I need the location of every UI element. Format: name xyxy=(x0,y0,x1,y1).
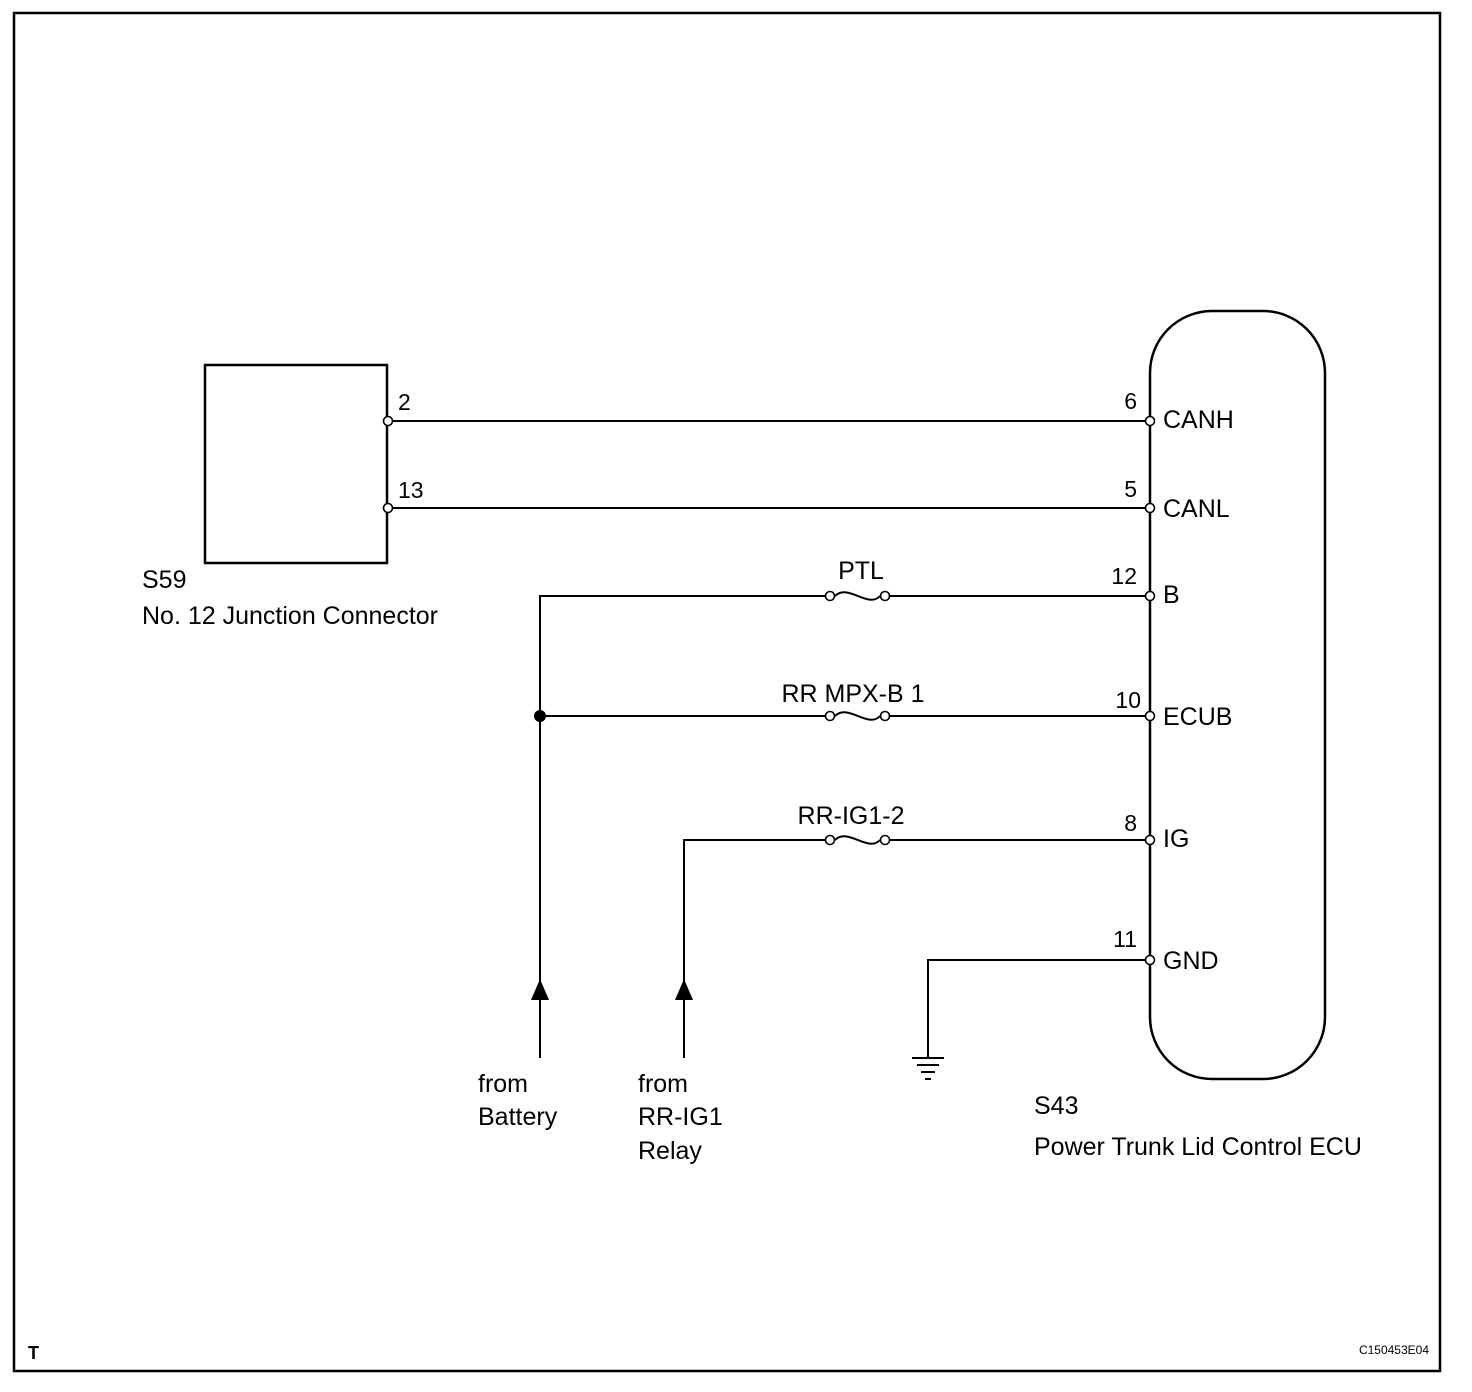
ecu-terminal-ecub xyxy=(1144,710,1156,722)
gnd-wire xyxy=(927,959,1145,1058)
junction-connector-box xyxy=(203,363,389,565)
ecu-pin-number: 11 xyxy=(1113,926,1137,952)
relay-feed-wire xyxy=(683,839,826,1058)
ecu-terminal-name: B xyxy=(1163,581,1180,609)
ecu-terminal-name: ECUB xyxy=(1163,703,1232,731)
relay-source-label: RR-IG1 xyxy=(638,1103,723,1131)
relay-arrow-icon xyxy=(675,979,693,1000)
ecu-pin-number: 6 xyxy=(1124,388,1137,414)
ecu-terminal-canl xyxy=(1144,502,1156,514)
ecu-pin-number: 5 xyxy=(1124,476,1137,502)
ecu-terminal-name: CANL xyxy=(1163,495,1230,523)
ecu-terminal-canh xyxy=(1144,415,1156,427)
splice-point xyxy=(534,710,546,722)
junction-pin-2: 2 xyxy=(398,389,411,415)
junction-terminal-13 xyxy=(382,502,394,514)
fuse-rr-mpx-b1-icon xyxy=(824,710,891,722)
figure-code: C150453E04 xyxy=(1359,1343,1429,1357)
junction-terminal-2 xyxy=(382,415,394,427)
battery-source-label: Battery xyxy=(478,1103,558,1131)
battery-arrow-icon xyxy=(531,979,549,1000)
corner-mark: T xyxy=(28,1343,39,1363)
ecu-body xyxy=(1148,309,1327,1081)
ecu-terminal-ig xyxy=(1144,834,1156,846)
ecu-pin-number: 10 xyxy=(1115,687,1141,713)
fuse-label-ptl: PTL xyxy=(838,557,884,585)
battery-source-label: from xyxy=(478,1070,528,1098)
ecu-terminal-b xyxy=(1144,590,1156,602)
ecu-terminal-name: GND xyxy=(1163,947,1219,975)
ecu-terminal-name: CANH xyxy=(1163,406,1234,434)
fuse-ptl-icon xyxy=(824,590,891,602)
ecu-terminal-name: IG xyxy=(1163,825,1189,853)
ecu-terminal-gnd xyxy=(1144,954,1156,966)
fuse-label-rr-mpx-b1: RR MPX-B 1 xyxy=(781,680,924,708)
relay-source-label: Relay xyxy=(638,1137,702,1165)
relay-source-label: from xyxy=(638,1070,688,1098)
diagram-frame xyxy=(12,11,1442,1373)
junction-connector-name: No. 12 Junction Connector xyxy=(142,602,438,630)
ecu-code: S43 xyxy=(1034,1092,1078,1120)
fuse-label-rr-ig1-2: RR-IG1-2 xyxy=(798,802,905,830)
ecu-pin-number: 8 xyxy=(1124,810,1137,836)
junction-pin-13: 13 xyxy=(398,477,424,503)
fuse-rr-ig1-2-icon xyxy=(824,834,891,846)
ground-icon xyxy=(912,1057,944,1080)
battery-feed-wire xyxy=(539,595,826,1058)
ecu-pin-number: 12 xyxy=(1111,563,1137,589)
ecu-name: Power Trunk Lid Control ECU xyxy=(1034,1133,1362,1161)
junction-connector-code: S59 xyxy=(142,566,186,594)
